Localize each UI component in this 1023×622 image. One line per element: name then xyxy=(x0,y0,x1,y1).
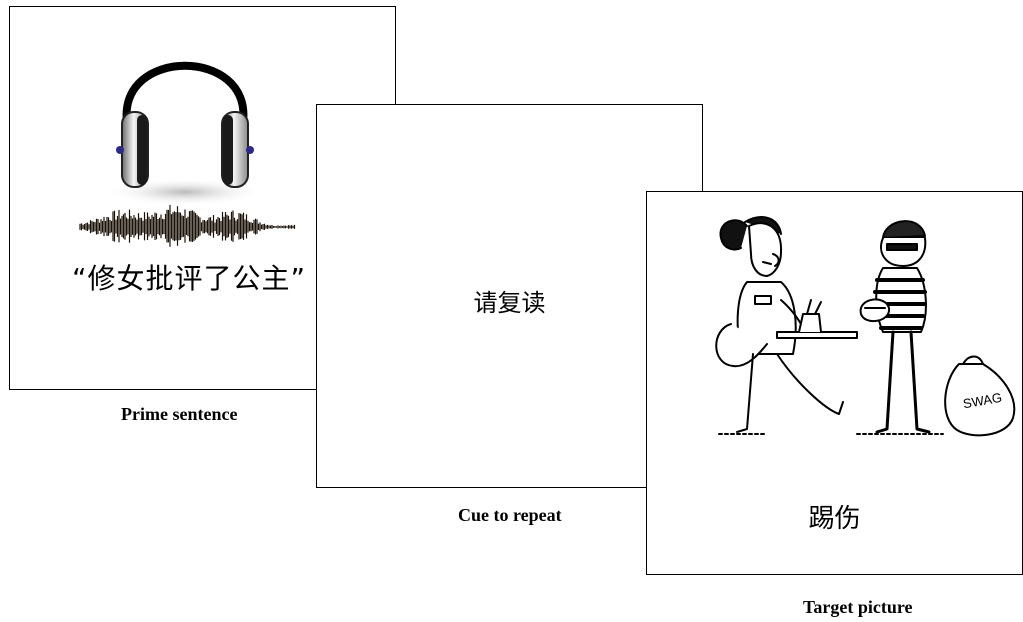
cartoon-illustration: SWAG xyxy=(715,216,1016,437)
burglar-figure xyxy=(856,220,1016,437)
nun-figure xyxy=(715,216,858,435)
cue-caption: Cue to repeat xyxy=(458,505,562,525)
audio-waveform xyxy=(79,205,296,247)
target-word: 踢伤 xyxy=(808,504,861,534)
cue-panel: 请复读 xyxy=(316,104,703,488)
headphones-icon xyxy=(105,61,265,206)
loot-bag xyxy=(944,355,1016,437)
prime-sentence-text: “修女批评了公主” xyxy=(72,262,307,295)
target-caption: Target picture xyxy=(803,597,913,617)
cue-text: 请复读 xyxy=(473,289,546,317)
target-picture-panel: SWAG 踢伤 xyxy=(646,191,1023,575)
loot-bag-label: SWAG xyxy=(962,390,1003,412)
prime-caption: Prime sentence xyxy=(121,404,238,424)
